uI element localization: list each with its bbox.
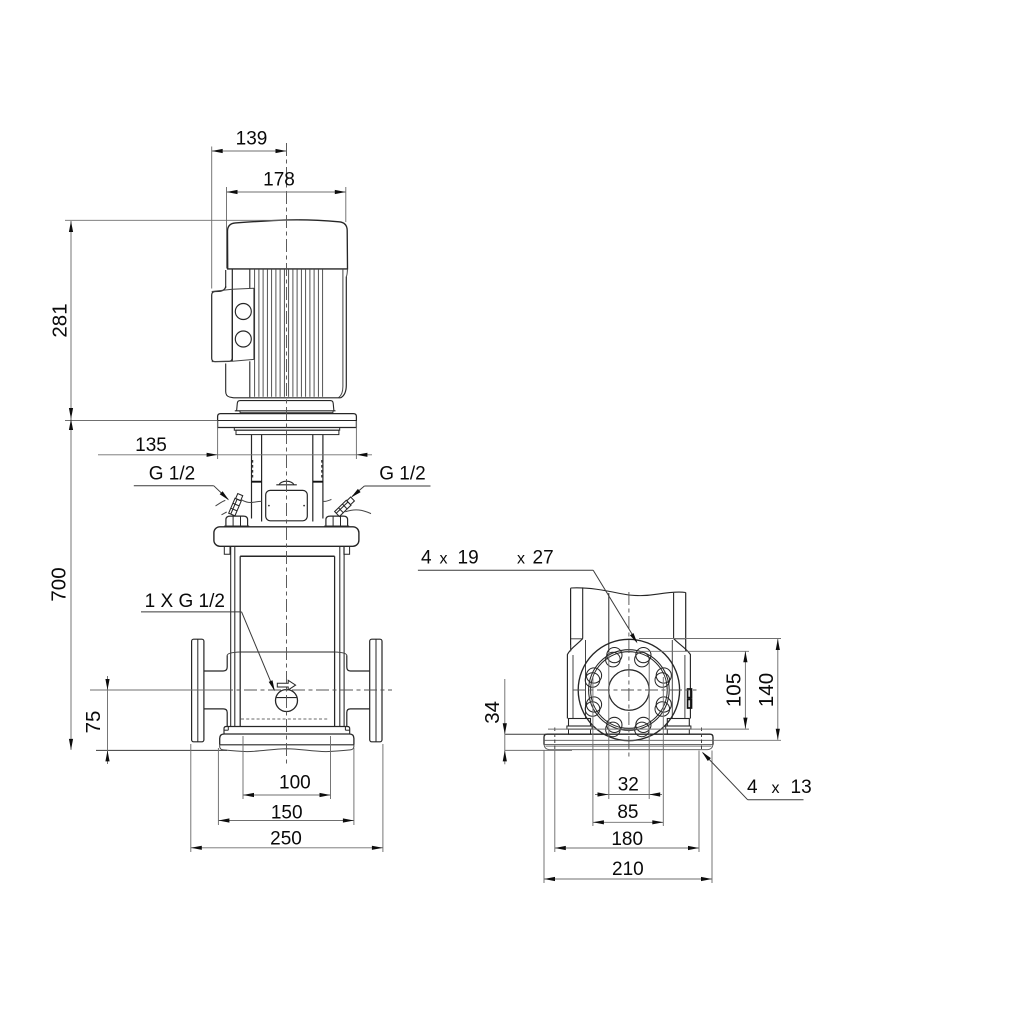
svg-text:281: 281 bbox=[48, 303, 71, 337]
svg-text:x: x bbox=[772, 780, 780, 797]
svg-text:250: 250 bbox=[270, 828, 302, 849]
svg-text:100: 100 bbox=[279, 772, 311, 793]
svg-text:x: x bbox=[440, 551, 448, 568]
svg-text:135: 135 bbox=[135, 435, 167, 456]
svg-text:13: 13 bbox=[791, 777, 812, 798]
svg-text:32: 32 bbox=[618, 775, 639, 796]
svg-text:34: 34 bbox=[481, 701, 504, 724]
svg-text:4: 4 bbox=[747, 777, 758, 798]
svg-text:700: 700 bbox=[47, 567, 70, 601]
svg-text:180: 180 bbox=[611, 829, 643, 850]
svg-text:105: 105 bbox=[722, 673, 745, 707]
svg-text:75: 75 bbox=[82, 711, 105, 734]
svg-text:G 1/2: G 1/2 bbox=[149, 464, 195, 485]
svg-text:150: 150 bbox=[271, 802, 303, 823]
svg-text:27: 27 bbox=[533, 548, 554, 569]
svg-text:139: 139 bbox=[236, 128, 268, 149]
svg-text:19: 19 bbox=[458, 548, 479, 569]
svg-text:85: 85 bbox=[617, 802, 638, 823]
svg-text:1 X G 1/2: 1 X G 1/2 bbox=[145, 591, 225, 612]
svg-text:140: 140 bbox=[755, 673, 778, 707]
svg-text:x: x bbox=[517, 551, 525, 568]
svg-text:178: 178 bbox=[263, 169, 295, 190]
svg-text:210: 210 bbox=[612, 859, 644, 880]
svg-text:G 1/2: G 1/2 bbox=[379, 464, 425, 485]
svg-text:4: 4 bbox=[421, 548, 432, 569]
